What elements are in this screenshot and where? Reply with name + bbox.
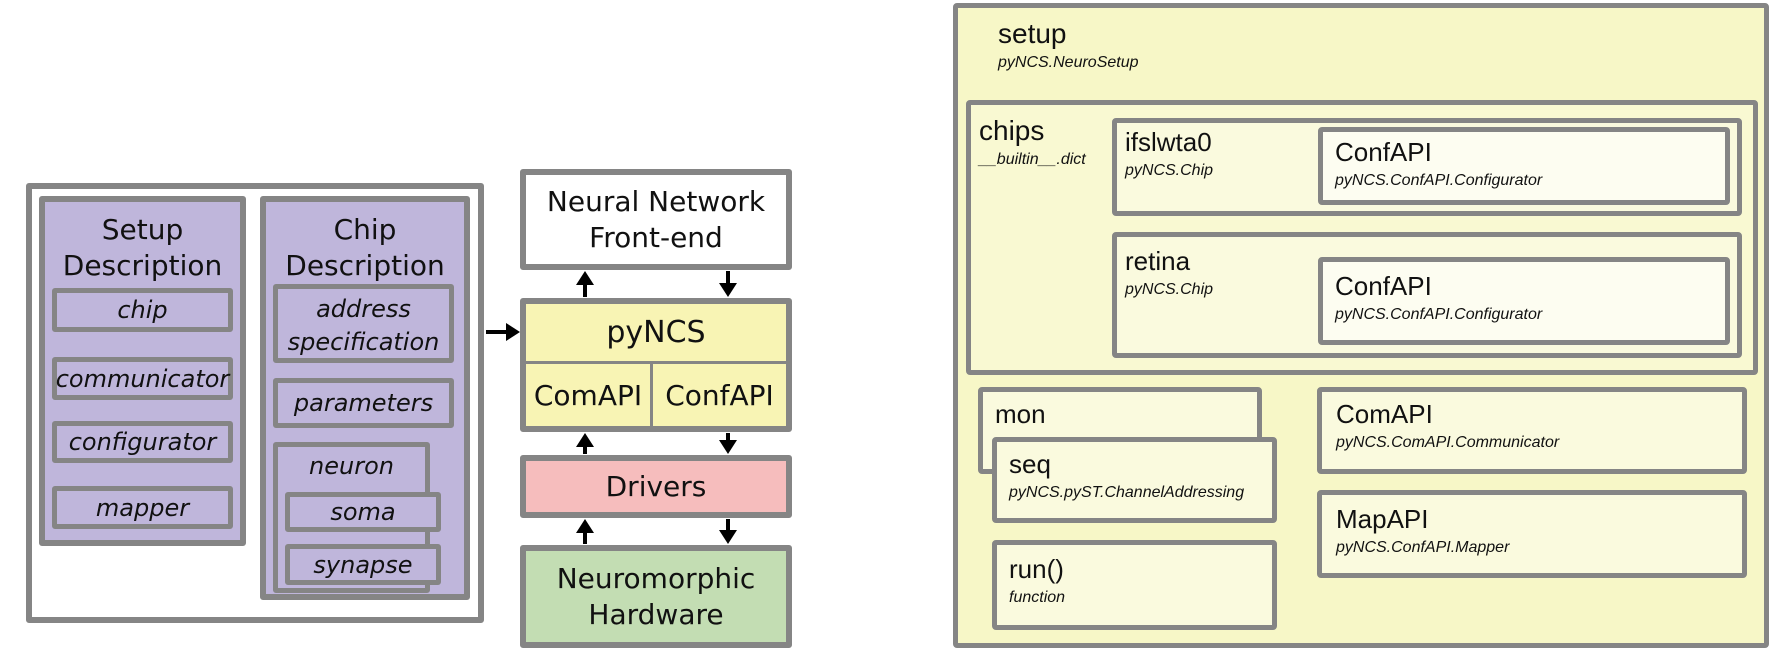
ifslwta0-confapi-title: ConfAPI: [1335, 137, 1432, 167]
neural-network-frontend-label: Neural Network Front-end: [547, 184, 765, 256]
pyncs-box: pyNCS ComAPI ConfAPI: [520, 298, 792, 432]
hardware-label-line1: Neuromorphic: [556, 561, 756, 595]
address-specification-line2: specification: [287, 328, 440, 356]
mapapi-subtitle: pyNCS.ConfAPI.Mapper: [1336, 539, 1510, 556]
setup-description-title: Setup Description: [45, 202, 240, 284]
comapi-header: ComAPI pyNCS.ComAPI.Communicator: [1336, 400, 1559, 452]
chips-dict-box: chips __builtin__.dict ifslwta0 pyNCS.Ch…: [966, 100, 1758, 375]
ifslwta0-chip-box: ifslwta0 pyNCS.Chip ConfAPI pyNCS.ConfAP…: [1112, 118, 1742, 216]
arrow-down-to-drivers: [719, 433, 737, 454]
arrow-up-to-drivers: [576, 519, 594, 544]
retina-confapi-subtitle: pyNCS.ConfAPI.Configurator: [1335, 306, 1543, 323]
address-specification-line1: address: [316, 295, 411, 323]
neuromorphic-hardware-box: Neuromorphic Hardware: [520, 545, 792, 648]
chips-subtitle: __builtin__.dict: [979, 151, 1086, 168]
drivers-box: Drivers: [520, 455, 792, 518]
retina-chip-box: retina pyNCS.Chip ConfAPI pyNCS.ConfAPI.…: [1112, 232, 1742, 358]
chip-description-box: Chip Description address specification p…: [260, 196, 470, 600]
comapi-cell: ComAPI: [526, 364, 653, 426]
ifslwta0-subtitle: pyNCS.Chip: [1125, 162, 1214, 179]
chip-description-title-line2: Description: [285, 249, 445, 282]
retina-confapi-header: ConfAPI pyNCS.ConfAPI.Configurator: [1335, 272, 1542, 324]
arrow-down-to-hardware: [719, 519, 737, 544]
ifslwta0-confapi-subtitle: pyNCS.ConfAPI.Configurator: [1335, 172, 1543, 189]
parameters-box: parameters: [273, 378, 454, 428]
ifslwta0-title: ifslwta0: [1125, 127, 1212, 157]
hardware-label-line2: Hardware: [588, 597, 724, 631]
chips-header: chips __builtin__.dict: [979, 115, 1086, 169]
run-header: run() function: [1009, 555, 1065, 607]
retina-title: retina: [1125, 246, 1191, 276]
setup-subtitle: pyNCS.NeuroSetup: [998, 54, 1139, 71]
neuromorphic-hardware-label: Neuromorphic Hardware: [557, 561, 756, 633]
setup-object-box: setup pyNCS.NeuroSetup chips __builtin__…: [953, 3, 1769, 648]
chips-title: chips: [979, 115, 1045, 146]
run-function-box: run() function: [992, 540, 1277, 630]
comapi-communicator-box: ComAPI pyNCS.ComAPI.Communicator: [1317, 387, 1747, 474]
arrow-up-to-pyncs: [576, 433, 594, 454]
seq-subtitle: pyNCS.pyST.ChannelAddressing: [1009, 484, 1245, 501]
comapi-title: ComAPI: [1336, 399, 1433, 429]
neural-network-frontend-box: Neural Network Front-end: [520, 169, 792, 270]
chip-description-title-line1: Chip: [333, 213, 397, 246]
ifslwta0-header: ifslwta0 pyNCS.Chip: [1125, 128, 1213, 180]
neuron-box: neuron soma synapse: [273, 442, 441, 593]
confapi-cell: ConfAPI: [665, 378, 774, 412]
setup-header: setup pyNCS.NeuroSetup: [998, 18, 1139, 72]
retina-subtitle: pyNCS.Chip: [1125, 281, 1214, 298]
run-title: run(): [1009, 554, 1064, 584]
ifslwta0-confapi-box: ConfAPI pyNCS.ConfAPI.Configurator: [1318, 127, 1730, 205]
frontend-label-line1: Neural Network: [546, 184, 766, 218]
address-specification-box: address specification: [273, 284, 454, 363]
setup-description-title-line2: Description: [62, 249, 223, 282]
mapapi-title: MapAPI: [1336, 504, 1429, 534]
comapi-subtitle: pyNCS.ComAPI.Communicator: [1336, 434, 1560, 451]
descriptions-outer-box: Setup Description chip communicator conf…: [26, 183, 484, 623]
mon-header: mon: [995, 400, 1046, 429]
mapapi-mapper-box: MapAPI pyNCS.ConfAPI.Mapper: [1317, 490, 1747, 578]
seq-box: seq pyNCS.pyST.ChannelAddressing: [992, 437, 1277, 523]
neuron-label: neuron: [309, 452, 394, 480]
seq-title: seq: [1009, 449, 1051, 479]
mapapi-header: MapAPI pyNCS.ConfAPI.Mapper: [1336, 505, 1509, 557]
communicator-item-box: communicator: [52, 357, 233, 400]
setup-description-box: Setup Description chip communicator conf…: [39, 196, 246, 546]
retina-confapi-title: ConfAPI: [1335, 271, 1432, 301]
chip-description-title: Chip Description: [266, 202, 464, 284]
soma-box: soma: [285, 492, 441, 532]
arrow-up-frontend: [576, 271, 594, 297]
mon-title: mon: [995, 399, 1046, 429]
chip-item-box: chip: [52, 288, 233, 332]
setup-title: setup: [998, 18, 1067, 49]
seq-header: seq pyNCS.pyST.ChannelAddressing: [1009, 450, 1244, 502]
retina-confapi-box: ConfAPI pyNCS.ConfAPI.Configurator: [1318, 257, 1730, 345]
synapse-box: synapse: [285, 544, 441, 585]
mapper-item-box: mapper: [52, 486, 233, 529]
retina-header: retina pyNCS.Chip: [1125, 247, 1213, 299]
run-subtitle: function: [1009, 589, 1066, 606]
pyncs-label: pyNCS: [526, 304, 786, 364]
ifslwta0-confapi-header: ConfAPI pyNCS.ConfAPI.Configurator: [1335, 138, 1542, 190]
configurator-item-box: configurator: [52, 421, 233, 463]
setup-description-title-line1: Setup: [101, 213, 184, 246]
arrow-down-to-pyncs: [719, 271, 737, 297]
arrow-descriptions-to-pyncs: [486, 323, 520, 341]
frontend-label-line2: Front-end: [589, 220, 723, 254]
